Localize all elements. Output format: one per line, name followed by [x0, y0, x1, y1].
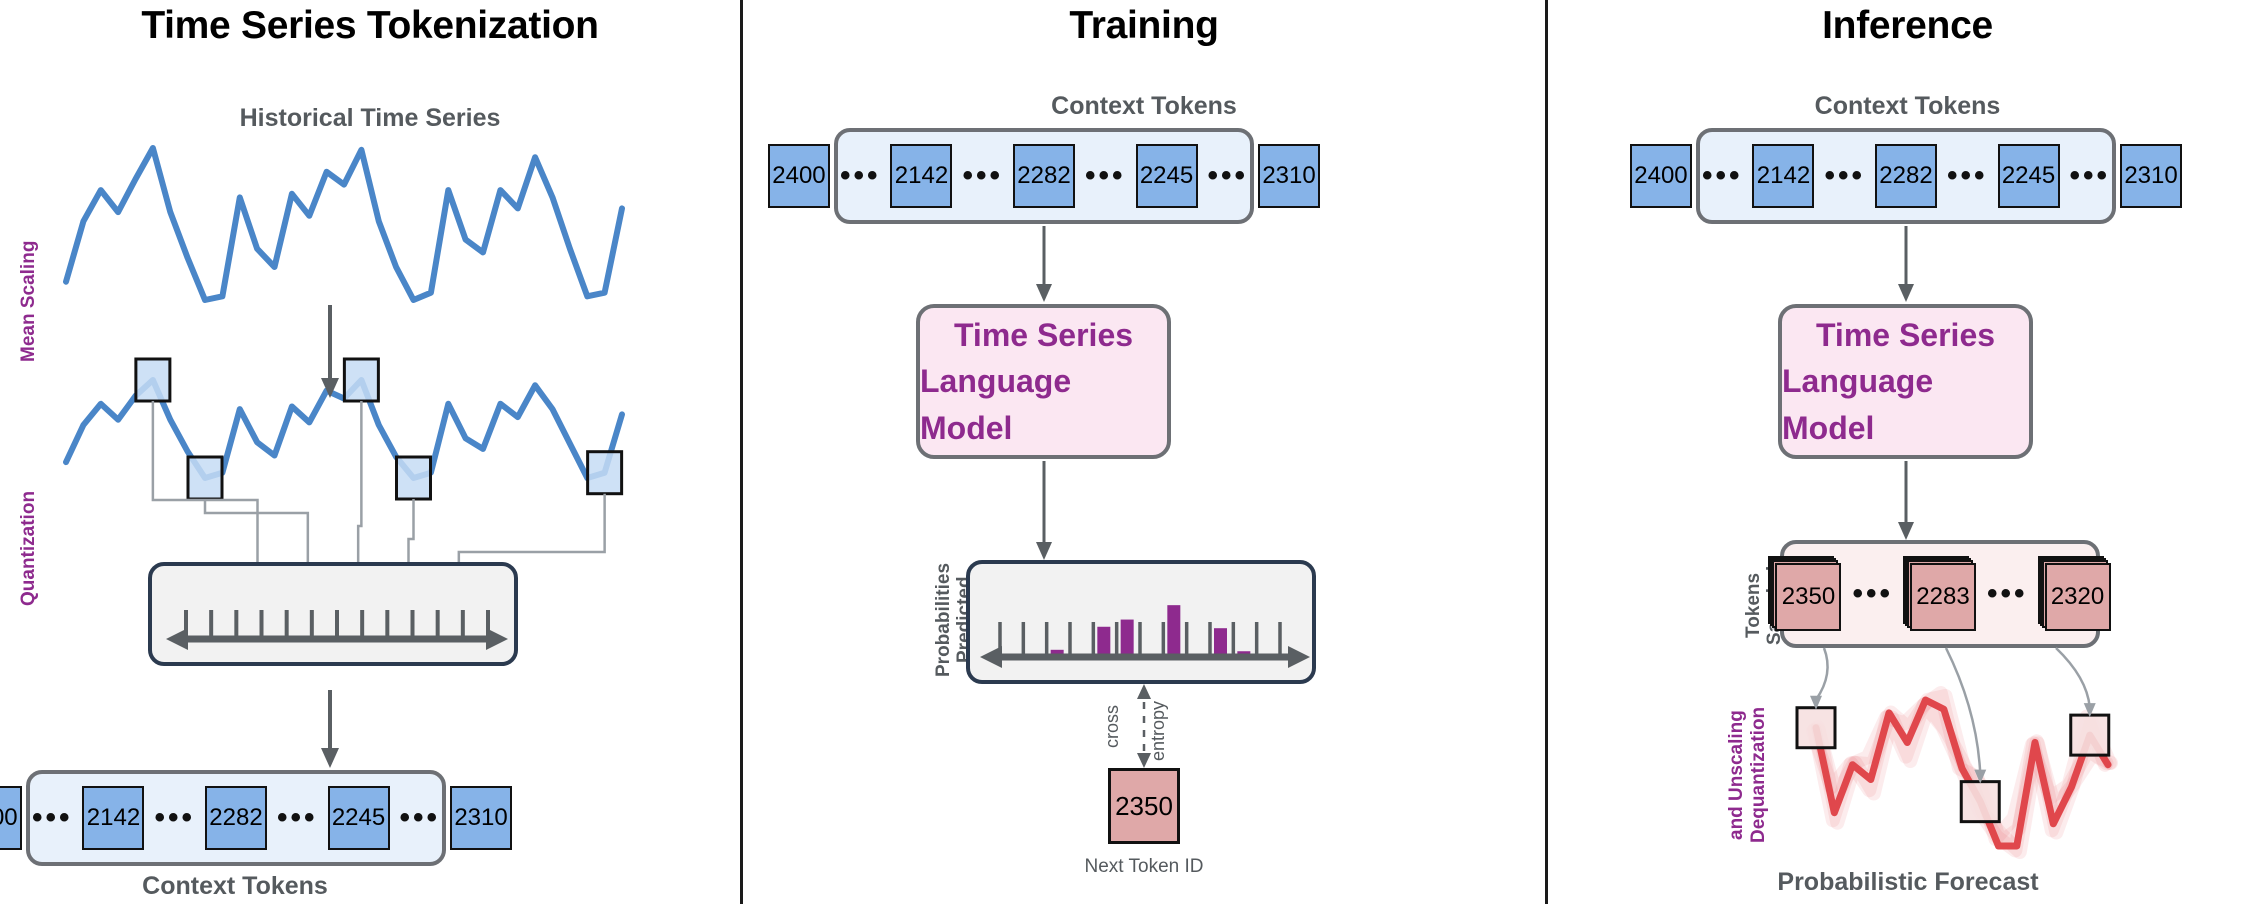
panel-inference: Inference Context Tokens 2400•••2142•••2…: [1548, 0, 2267, 904]
context-token[interactable]: 2282: [205, 786, 267, 850]
context-token[interactable]: 2400: [767, 144, 830, 208]
context-token[interactable]: 2400: [0, 786, 22, 850]
sampled-token-stack[interactable]: 2320: [2037, 556, 2112, 632]
context-token[interactable]: 2400: [1629, 144, 1692, 208]
context-token[interactable]: 2310: [2120, 144, 2183, 208]
sampled-token-to-forecast-arrows: [1810, 647, 2096, 784]
panel-divider-2: [1545, 0, 1548, 904]
token-ellipsis: •••: [399, 801, 441, 834]
panel-training: Training Context Tokens 2400 ••• 2142 ••• 22…: [744, 0, 1544, 904]
tokens-to-model-arrow: [1036, 226, 1052, 302]
historical-time-series-chart: [63, 145, 625, 303]
cross-entropy-connector: [1137, 684, 1151, 768]
tokenization-graphics: [63, 145, 625, 768]
next-token-id-caption: Next Token ID: [1084, 856, 1204, 877]
token-ellipsis: •••: [962, 159, 1003, 192]
quantization-axis: [166, 610, 508, 650]
panel-divider-1: [740, 0, 743, 904]
context-token[interactable]: 2142: [82, 786, 145, 850]
sampled-token-stack[interactable]: 2350: [1768, 556, 1842, 632]
probabilistic-forecast-caption: Probabilistic Forecast: [1777, 868, 2039, 896]
context-token[interactable]: 2142: [1752, 144, 1815, 208]
time-series-language-model-inference[interactable]: Time Series Language Model: [1778, 304, 2033, 459]
context-token[interactable]: 2245: [327, 786, 390, 850]
token-ellipsis: •••: [1207, 159, 1249, 192]
sampled-token-value: 2283: [1910, 563, 1976, 631]
token-ellipsis: •••: [1987, 577, 2028, 610]
forecast-highlight-boxes: [1795, 706, 2111, 824]
quantization-to-tokens-arrow: [321, 690, 339, 768]
tokens-to-model-arrow: [1898, 226, 1914, 302]
sampled-token-value: 2320: [2044, 563, 2111, 631]
context-tokens-label-training: Context Tokens: [1051, 92, 1237, 120]
token-ellipsis: •••: [1947, 159, 1988, 192]
quantization-bin-ticks: [184, 610, 490, 639]
token-ellipsis: •••: [1085, 159, 1126, 192]
context-tokens-label-inference: Context Tokens: [1814, 92, 2001, 120]
context-token[interactable]: 2245: [1997, 144, 2060, 208]
context-tokens-caption-tokenization: Context Tokens: [142, 872, 328, 900]
token-ellipsis: •••: [31, 801, 73, 834]
page-title-tokenization: Time Series Tokenization: [141, 4, 599, 47]
probabilistic-forecast-chart: [1812, 696, 2112, 850]
sampled-token-row: 2350 ••• 2283 ••• 2320: [1768, 556, 2111, 632]
inference-graphics: [1795, 226, 2118, 859]
token-ellipsis: •••: [839, 159, 881, 192]
model-to-sampled-arrow: [1898, 461, 1914, 540]
sampled-tokens-box: 2350 ••• 2283 ••• 2320: [1768, 540, 2111, 648]
context-token[interactable]: 2282: [1013, 144, 1075, 208]
token-ellipsis: •••: [277, 801, 318, 834]
sampled-token-stack[interactable]: 2283: [1903, 556, 1977, 632]
next-token-id-value: 2350: [1115, 790, 1173, 821]
token-ellipsis: •••: [1852, 577, 1893, 610]
context-token-row: 2400 ••• 2142 ••• 2282 ••• 2245 ••• 2310: [0, 786, 513, 850]
context-tokens-box-tokenization: 2400 ••• 2142 ••• 2282 ••• 2245 ••• 2310: [0, 770, 513, 866]
context-token[interactable]: 2310: [450, 786, 513, 850]
quantization-axis-box: [148, 562, 518, 666]
page-title-training: Training: [1069, 4, 1219, 47]
context-token-row: 2400 ••• 2142 ••• 2282 ••• 2245 ••• 2310: [767, 144, 1321, 208]
predicted-probabilities-box: [966, 560, 1316, 684]
probability-histogram: [980, 605, 1310, 668]
context-token[interactable]: 2142: [890, 144, 953, 208]
mean-scaled-series-chart: [63, 357, 625, 501]
time-series-language-model-training[interactable]: Time Series Language Model: [916, 304, 1171, 459]
model-title-line1: Time Series: [953, 316, 1134, 353]
token-ellipsis: •••: [1824, 159, 1865, 192]
next-token-id-card: 2350: [1108, 768, 1180, 844]
historical-series-label: Historical Time Series: [239, 104, 501, 132]
token-ellipsis: •••: [154, 801, 195, 834]
sampled-token-value: 2350: [1775, 563, 1842, 631]
page-title-inference: Inference: [1822, 4, 1993, 47]
panel-tokenization: Time Series Tokenization Historical Time…: [0, 0, 740, 904]
context-token[interactable]: 2310: [1258, 144, 1321, 208]
token-ellipsis: •••: [1701, 159, 1743, 192]
context-tokens-box-training: 2400 ••• 2142 ••• 2282 ••• 2245 ••• 2310: [767, 128, 1321, 224]
model-title-line2: Language Model: [1782, 363, 1934, 446]
context-tokens-box-inference: 2400 ••• 2142 ••• 2282 ••• 2245 ••• 2310: [1629, 128, 2183, 224]
context-token[interactable]: 2282: [1875, 144, 1937, 208]
context-token[interactable]: 2245: [1135, 144, 1198, 208]
training-graphics: [1036, 226, 1151, 768]
scaling-arrow: [321, 305, 339, 398]
probability-bars: [1050, 605, 1251, 657]
context-token-row: 2400 ••• 2142 ••• 2282 ••• 2245 ••• 2310: [1629, 144, 2183, 208]
model-to-probabilities-arrow: [1036, 461, 1052, 560]
model-title-line2: Language Model: [920, 363, 1072, 446]
token-ellipsis: •••: [2069, 159, 2111, 192]
model-title-line1: Time Series: [1815, 316, 1996, 353]
